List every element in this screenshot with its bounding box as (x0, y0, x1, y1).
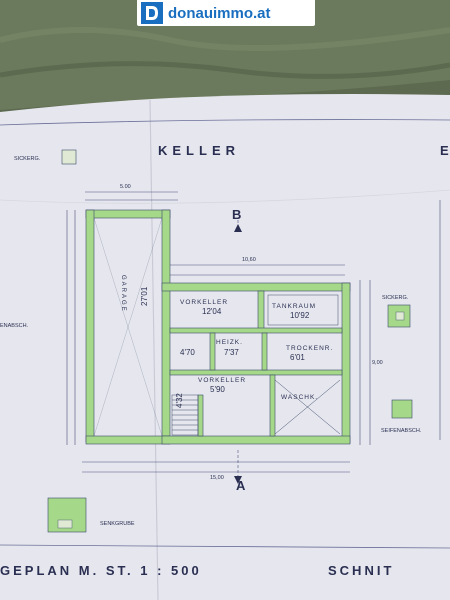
room-name: VORKELLER (198, 377, 247, 384)
extra-area: 4'70 (180, 348, 195, 357)
brand-logo-icon (141, 2, 163, 24)
garage-label: GARAGE (120, 275, 126, 313)
plan-title: KELLER (158, 143, 240, 158)
room-name: TANKRAUM (272, 303, 316, 310)
label-seifenabsch-right: SEIFENABSCH. (381, 428, 422, 434)
scale-caption: GEPLAN M. ST. 1 : 500 (0, 563, 202, 578)
section-marker-a: A (236, 478, 246, 493)
brand-name: donauimmo.at (168, 4, 271, 22)
room-name: HEIZK. (216, 339, 243, 346)
brand-logo[interactable]: donauimmo.at (137, 0, 315, 26)
label-sickerg-left: SICKERG. (14, 156, 41, 162)
room-area: 5'90 (210, 385, 225, 394)
room-name: VORKELLER (180, 299, 229, 306)
extra-area: 4'32 (175, 393, 184, 408)
garage-area: 27'01 (140, 286, 149, 306)
dim-top-main: 10,60 (242, 257, 256, 263)
dim-top-garage: 5.00 (120, 184, 131, 190)
label-senkgrube: SENKGRUBE (100, 521, 135, 527)
section-marker-b: B (232, 207, 242, 222)
room-name: WASCHK. (281, 394, 319, 401)
label-seifenabsch-left: ENABSCH. (0, 323, 29, 329)
room-area: 7'37 (224, 348, 239, 357)
section-caption: SCHNIT (328, 563, 395, 578)
room-area: 6'01 (290, 353, 305, 362)
room-name: TROCKENR. (286, 345, 334, 352)
dim-right-height: 9,00 (372, 360, 383, 366)
room-area: 12'04 (202, 307, 222, 316)
room-area: 10'92 (290, 311, 310, 320)
label-sickerg-right: SICKERG. (382, 295, 409, 301)
plan-title-right: E (440, 143, 450, 158)
dim-bottom-total: 15,00 (210, 475, 224, 481)
